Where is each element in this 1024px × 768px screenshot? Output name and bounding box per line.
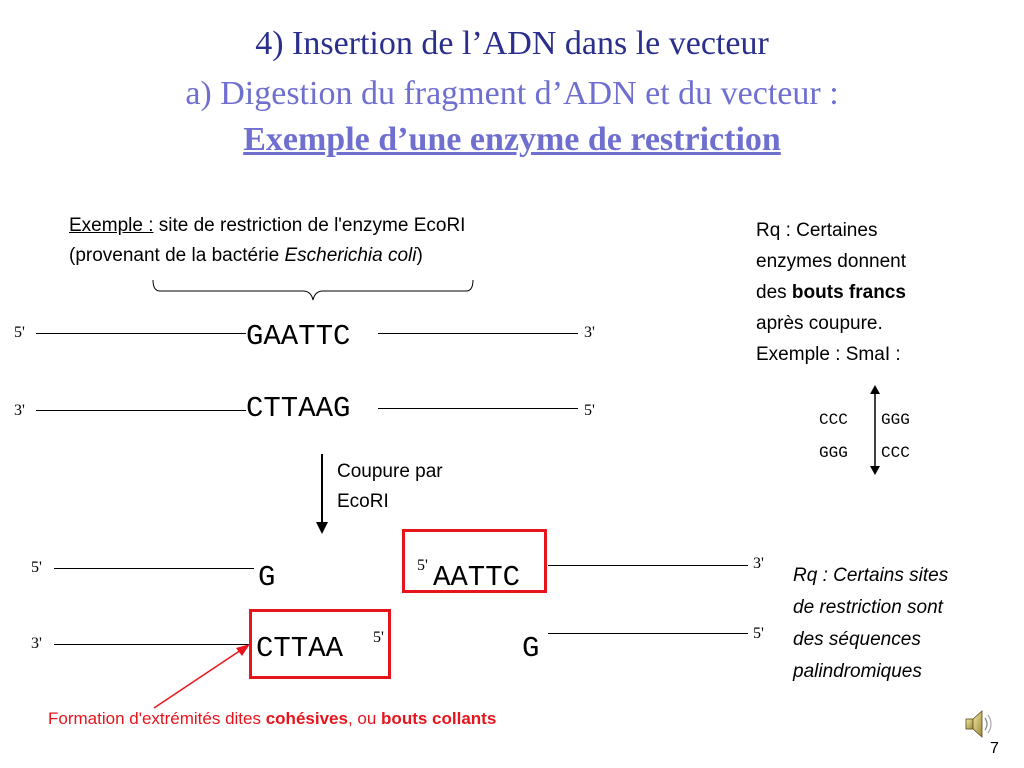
example-line2-end: ) <box>416 245 423 266</box>
left-top-sequence: G <box>258 561 276 594</box>
formation-text: Formation d'extrémités dites cohésives, … <box>48 706 496 732</box>
slide-subtitle: a) Digestion du fragment d’ADN et du vec… <box>185 75 839 112</box>
left-top-end: 5' <box>31 559 42 576</box>
note-palindrome-line4: palindromiques <box>793 661 922 682</box>
note-blunt-line3-start: des <box>756 282 792 303</box>
formation-middle: , ou <box>347 709 382 728</box>
example-species: Escherichia coli <box>284 245 417 266</box>
strand2-left-end: 3' <box>14 402 25 419</box>
right-bottom-sequence: G <box>522 632 540 665</box>
note-palindrome-line3: des séquences <box>793 629 921 650</box>
strand1-left-line <box>36 333 246 334</box>
cohesive-end-box-right <box>402 529 547 593</box>
double-arrow-icon <box>870 385 880 475</box>
formation-sticky: bouts collants <box>381 709 497 728</box>
example-line-2: (provenant de la bactérie Escherichia co… <box>69 243 423 269</box>
note-blunt-line2: enzymes donnent <box>756 251 906 272</box>
right-top-end: 3' <box>753 555 764 572</box>
speaker-icon[interactable] <box>962 706 996 742</box>
note-blunt-bold: bouts francs <box>791 282 906 303</box>
right-top-line <box>548 565 748 566</box>
note-blunt-line4: après coupure. <box>756 313 883 334</box>
note-blunt-line1: Rq : Certaines <box>756 220 878 241</box>
left-top-line <box>54 568 254 569</box>
sma-row1-right: GGG <box>881 411 910 429</box>
strand2-sequence: CTTAAG <box>246 392 351 425</box>
sma-row2-right: CCC <box>881 444 910 462</box>
right-bottom-line <box>548 633 748 634</box>
right-top-overhang-end: 5' <box>417 557 428 574</box>
note-blunt-line5: Exemple : SmaI : <box>756 344 901 365</box>
down-arrow-icon <box>316 454 328 534</box>
right-top-sequence: AATTC <box>433 561 521 594</box>
strand2-left-line <box>36 410 246 411</box>
note-blunt: Rq : Certaines enzymes donnent des bouts… <box>756 215 906 370</box>
note-palindrome: Rq : Certains sites de restriction sont … <box>793 560 948 688</box>
example-line2-start: (provenant de la bactérie <box>69 245 285 266</box>
left-bottom-line <box>54 644 250 645</box>
strand1-right-line <box>378 333 578 334</box>
formation-start: Formation d'extrémités dites <box>48 709 266 728</box>
slide-heading: Exemple d’une enzyme de restriction <box>243 121 781 158</box>
example-line1-text: site de restriction de l'enzyme EcoRI <box>153 215 466 236</box>
note-palindrome-line2: de restriction sont <box>793 597 943 618</box>
slide-title: 4) Insertion de l’ADN dans le vecteur <box>255 25 769 62</box>
note-blunt-line3: des bouts francs <box>756 277 906 308</box>
sma-row2-left: GGG <box>819 444 848 462</box>
cut-label-line1: Coupure par <box>337 461 443 482</box>
page-number: 7 <box>990 740 999 757</box>
red-arrow-icon <box>153 644 250 709</box>
example-line-1: Exemple : site de restriction de l'enzym… <box>69 213 465 239</box>
brace-icon <box>152 279 474 301</box>
cut-label-line2: EcoRI <box>337 491 389 512</box>
strand2-right-end: 5' <box>584 402 595 419</box>
strand2-right-line <box>378 408 578 409</box>
strand1-sequence: GAATTC <box>246 320 351 353</box>
note-palindrome-line1: Rq : Certains sites <box>793 565 949 586</box>
formation-cohesive: cohésives <box>265 709 348 728</box>
left-bottom-end: 3' <box>31 635 42 652</box>
strand1-right-end: 3' <box>584 324 595 341</box>
left-bottom-overhang-end: 5' <box>373 629 384 646</box>
sma-row1-left: CCC <box>819 411 848 429</box>
cohesive-end-box-left <box>249 609 391 679</box>
strand1-left-end: 5' <box>14 324 25 341</box>
right-bottom-end: 5' <box>753 625 764 642</box>
left-bottom-sequence: CTTAA <box>256 632 344 665</box>
example-label: Exemple : <box>69 215 154 236</box>
